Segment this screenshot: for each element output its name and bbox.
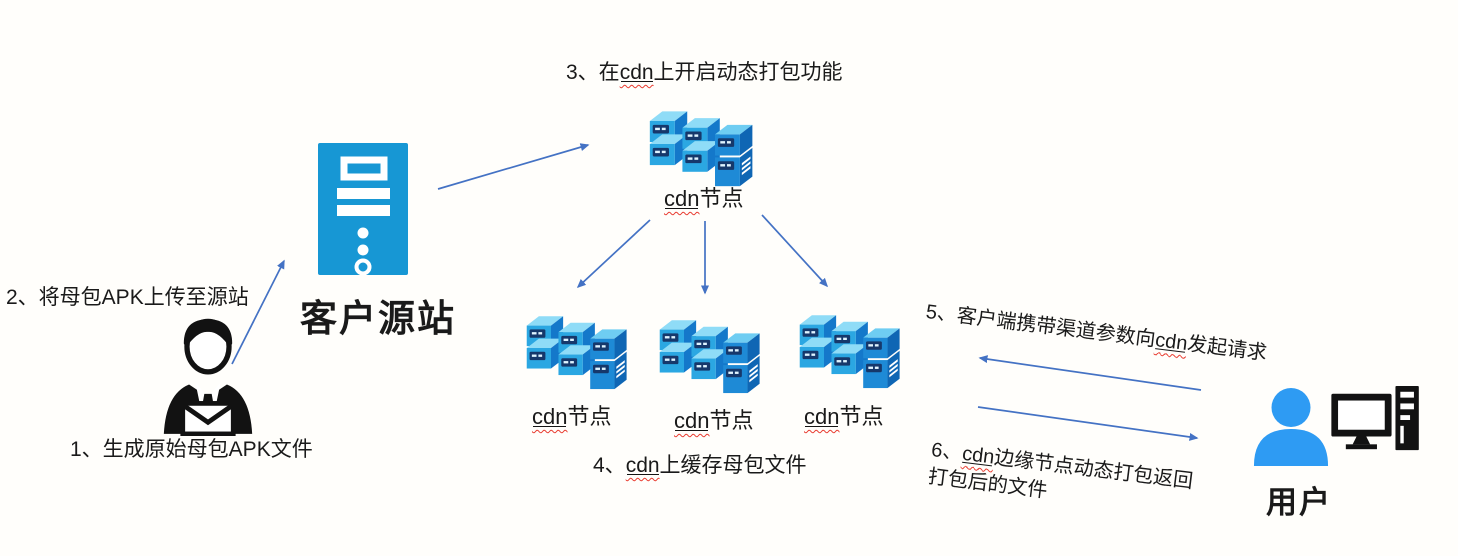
cdn-middle-cluster-icon: [656, 307, 768, 397]
cdn-top-cluster-icon: [646, 98, 761, 190]
cdn-right-cluster-icon: [796, 302, 908, 392]
arrow-cdn-response: [977, 406, 1199, 441]
arrow-origin-to-cdn: [437, 143, 590, 190]
cdn-left-label-keyword: cdn: [532, 404, 568, 429]
step5-annotation: 5、客户端携带渠道参数向cdn发起请求: [924, 295, 1268, 366]
cdn-left-label: cdn节点: [532, 399, 612, 431]
step4-annotation: 4、cdn上缓存母包文件: [593, 449, 807, 479]
step4-prefix: 4、: [593, 454, 626, 477]
step4-cdn-keyword: cdn: [625, 454, 660, 477]
arrow-cdn-fanout-right: [761, 214, 829, 288]
cdn-right-label: cdn节点: [804, 399, 884, 431]
step6-cdn-keyword: cdn: [960, 442, 996, 469]
arrow-user-request: [978, 355, 1202, 391]
cdn-right-label-keyword: cdn: [804, 404, 840, 429]
step5-suffix: 发起请求: [1185, 333, 1269, 365]
step6-annotation: 6、cdn边缘节点动态打包返回 打包后的文件: [926, 437, 1194, 523]
cdn-left-cluster-icon: [523, 303, 635, 393]
origin-node-label: 客户源站: [300, 298, 456, 339]
cdn-middle-label-rest: 节点: [709, 408, 754, 433]
step1-annotation: 1、生成原始母包APK文件: [70, 438, 313, 461]
step2-annotation: 2、将母包APK上传至源站: [6, 286, 249, 309]
cdn-middle-label: cdn节点: [674, 403, 754, 435]
step4-suffix: 上缓存母包文件: [659, 454, 807, 477]
server-tower-icon: [318, 143, 408, 275]
step3-prefix: 3、在: [566, 61, 620, 84]
cdn-top-label-keyword: cdn: [664, 186, 700, 211]
step6-prefix: 6、: [930, 438, 964, 465]
user-silhouette-icon: [1252, 388, 1330, 468]
step3-annotation: 3、在cdn上开启动态打包功能: [566, 56, 843, 86]
cdn-top-label: cdn节点: [664, 181, 744, 213]
cdn-left-label-rest: 节点: [567, 404, 612, 429]
cdn-top-label-rest: 节点: [699, 186, 744, 211]
step3-suffix: 上开启动态打包功能: [653, 61, 843, 84]
arrow-cdn-fanout-left: [576, 219, 651, 289]
cdn-right-label-rest: 节点: [839, 404, 884, 429]
step5-cdn-keyword: cdn: [1153, 329, 1189, 355]
user-node-label: 用户: [1266, 485, 1332, 520]
cdn-middle-label-keyword: cdn: [674, 408, 710, 433]
desktop-computer-icon: [1331, 384, 1421, 456]
step5-prefix: 5、客户端携带渠道参数向: [924, 300, 1157, 351]
businessman-envelope-icon: [152, 314, 264, 436]
step3-cdn-keyword: cdn: [619, 61, 654, 84]
